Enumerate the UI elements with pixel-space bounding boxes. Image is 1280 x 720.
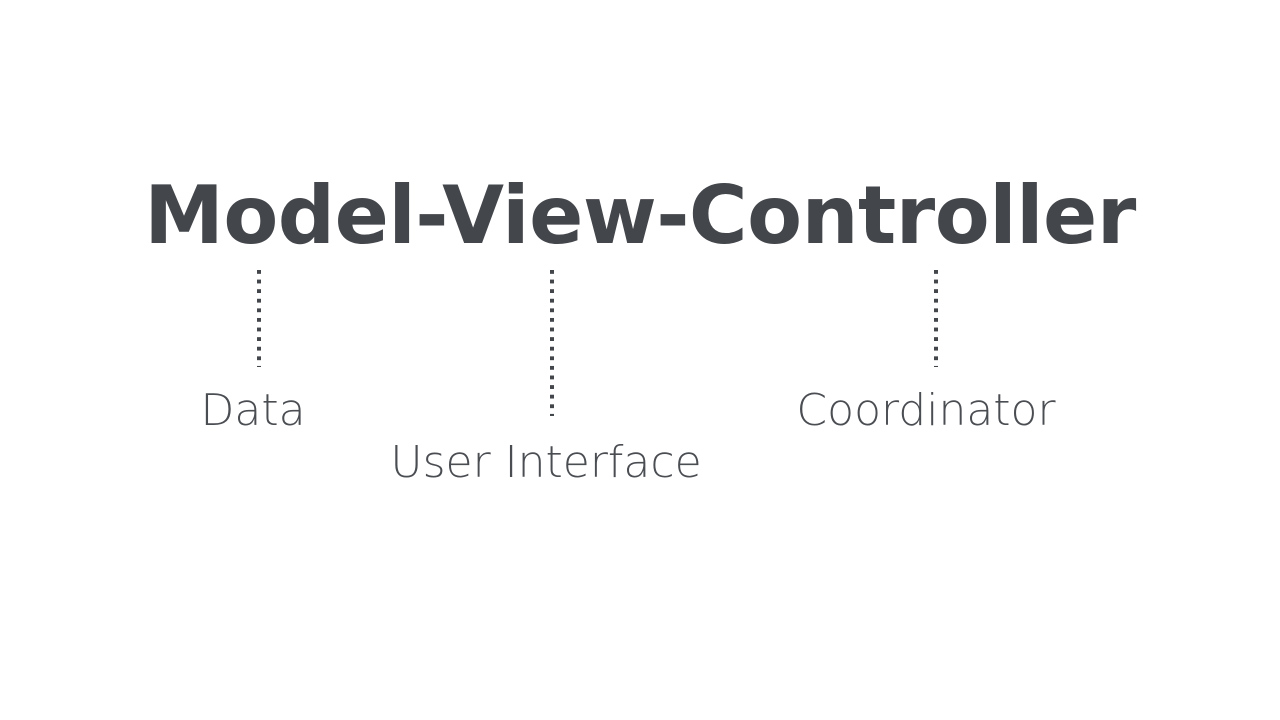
caption-controller: Coordinator <box>796 385 1056 436</box>
page-title: Model-View-Controller <box>144 169 1136 262</box>
leader-line-controller <box>934 270 938 367</box>
leader-line-view <box>550 270 554 416</box>
caption-model: Data <box>200 385 306 436</box>
leader-line-model <box>257 270 261 367</box>
caption-view: User Interface <box>390 437 702 488</box>
